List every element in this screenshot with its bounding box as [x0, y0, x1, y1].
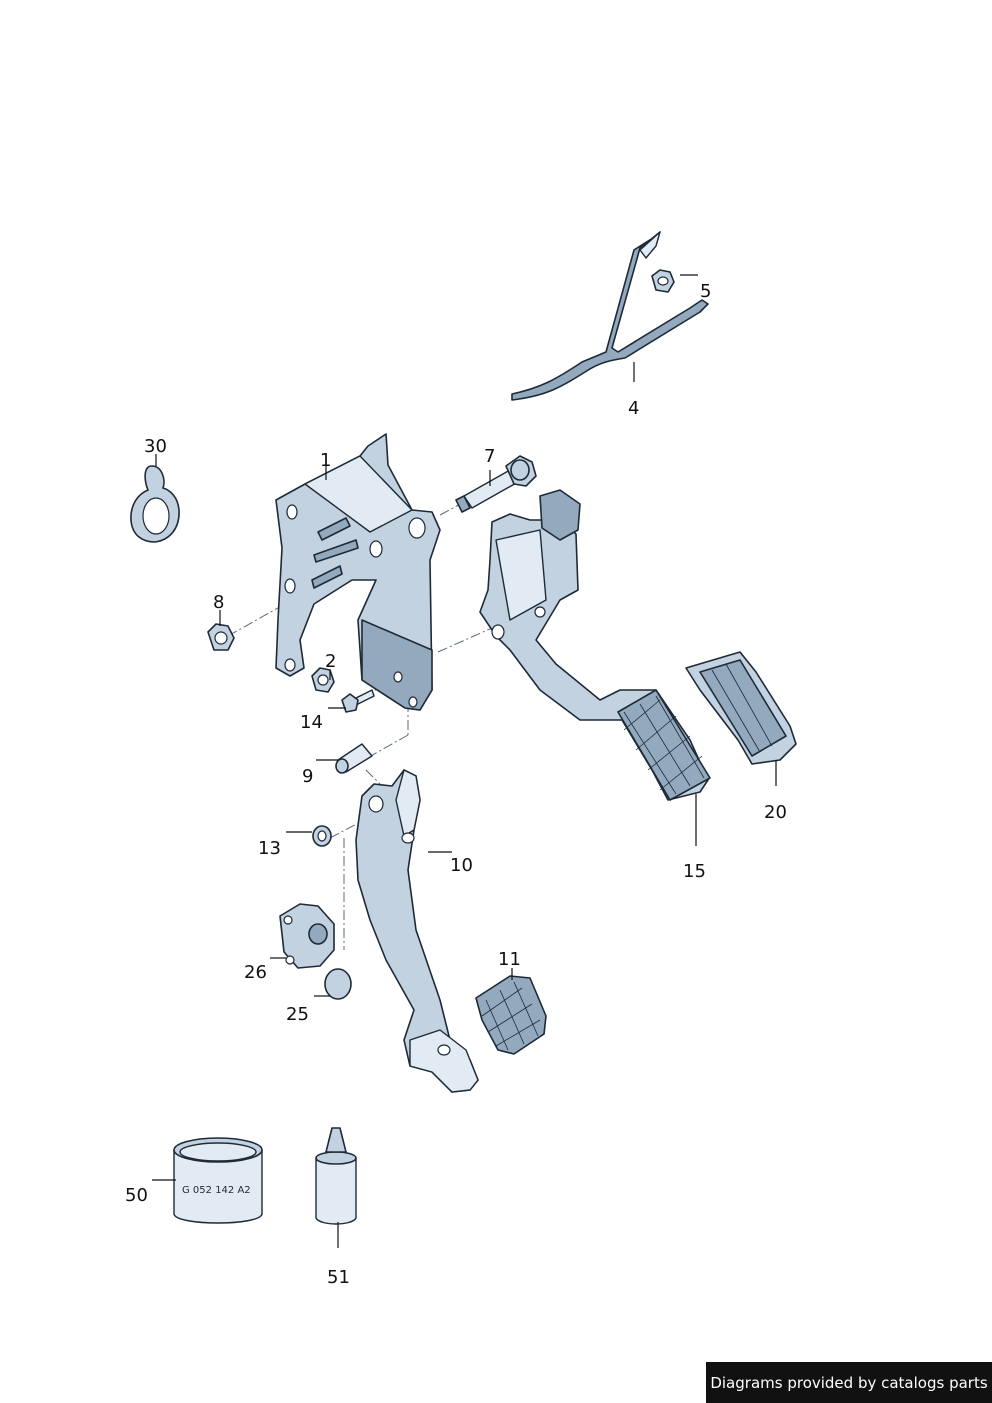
callout-1: 1 [320, 450, 331, 471]
callout-51: 51 [327, 1267, 350, 1288]
callout-50: 50 [125, 1185, 148, 1206]
callout-2: 2 [325, 651, 336, 672]
part-8-nut [207, 623, 235, 651]
part-9-pin [335, 743, 373, 774]
callout-4: 4 [628, 398, 639, 419]
callout-5: 5 [700, 281, 711, 302]
grease-tub-label: G 052 142 A2 [182, 1185, 251, 1196]
part-5-nut [651, 269, 675, 293]
callout-25: 25 [286, 1004, 309, 1025]
part-4-bracket-wire [511, 231, 709, 401]
callout-13: 13 [258, 838, 281, 859]
part-15-accelerator-pedal [479, 489, 711, 801]
callout-15: 15 [683, 861, 706, 882]
callout-20: 20 [764, 802, 787, 823]
callout-10: 10 [450, 855, 473, 876]
part-50-grease-tub: G 052 142 A2 [173, 1137, 263, 1224]
part-51-grease-tube [315, 1127, 357, 1225]
part-10-clutch-pedal [355, 769, 479, 1093]
leader-lines [152, 274, 777, 1248]
callout-8: 8 [213, 592, 224, 613]
part-30-clip [130, 465, 180, 543]
callout-14: 14 [300, 712, 323, 733]
part-25-cap [324, 968, 352, 1000]
part-2-nut [311, 667, 335, 693]
part-14-screw [341, 689, 375, 713]
callout-7: 7 [484, 446, 495, 467]
callout-11: 11 [498, 949, 521, 970]
part-7-shaft-bolt [455, 455, 537, 513]
callout-9: 9 [302, 766, 313, 787]
callout-numbers: 1 2 4 5 7 8 9 10 11 13 14 15 20 25 26 30… [125, 281, 787, 1288]
watermark-banner: Diagrams provided by catalogs parts [706, 1362, 992, 1403]
part-20-pedal-pad [685, 651, 797, 765]
callout-26: 26 [244, 962, 267, 983]
part-26-spring-housing [279, 903, 335, 969]
callout-30: 30 [144, 436, 167, 457]
part-1-pedal-bracket [275, 433, 441, 711]
part-11-clutch-pad [475, 975, 547, 1055]
part-13-bushing [312, 825, 332, 847]
